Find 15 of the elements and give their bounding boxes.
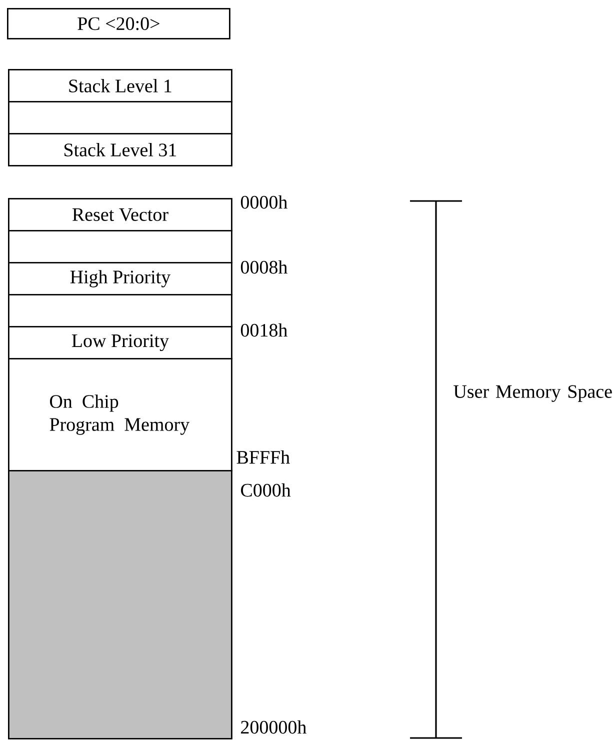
register-box: Low Priority bbox=[8, 326, 232, 360]
empty-box bbox=[8, 230, 232, 264]
address-label: 0008h bbox=[240, 260, 288, 274]
address-label: C000h bbox=[240, 483, 291, 497]
register-box: PC <20:0> bbox=[7, 8, 230, 40]
register-box: Stack Level 31 bbox=[8, 133, 232, 166]
register-box: High Priority bbox=[8, 262, 232, 296]
register-box: Stack Level 1 bbox=[8, 69, 232, 102]
empty-box bbox=[8, 101, 232, 134]
address-label: BFFFh bbox=[236, 450, 290, 464]
address-label: 0000h bbox=[240, 195, 288, 209]
address-label: 0018h bbox=[240, 323, 288, 337]
range-label: User Memory Space bbox=[454, 385, 612, 402]
empty-box bbox=[8, 294, 232, 328]
register-box: Reset Vector bbox=[8, 198, 232, 232]
